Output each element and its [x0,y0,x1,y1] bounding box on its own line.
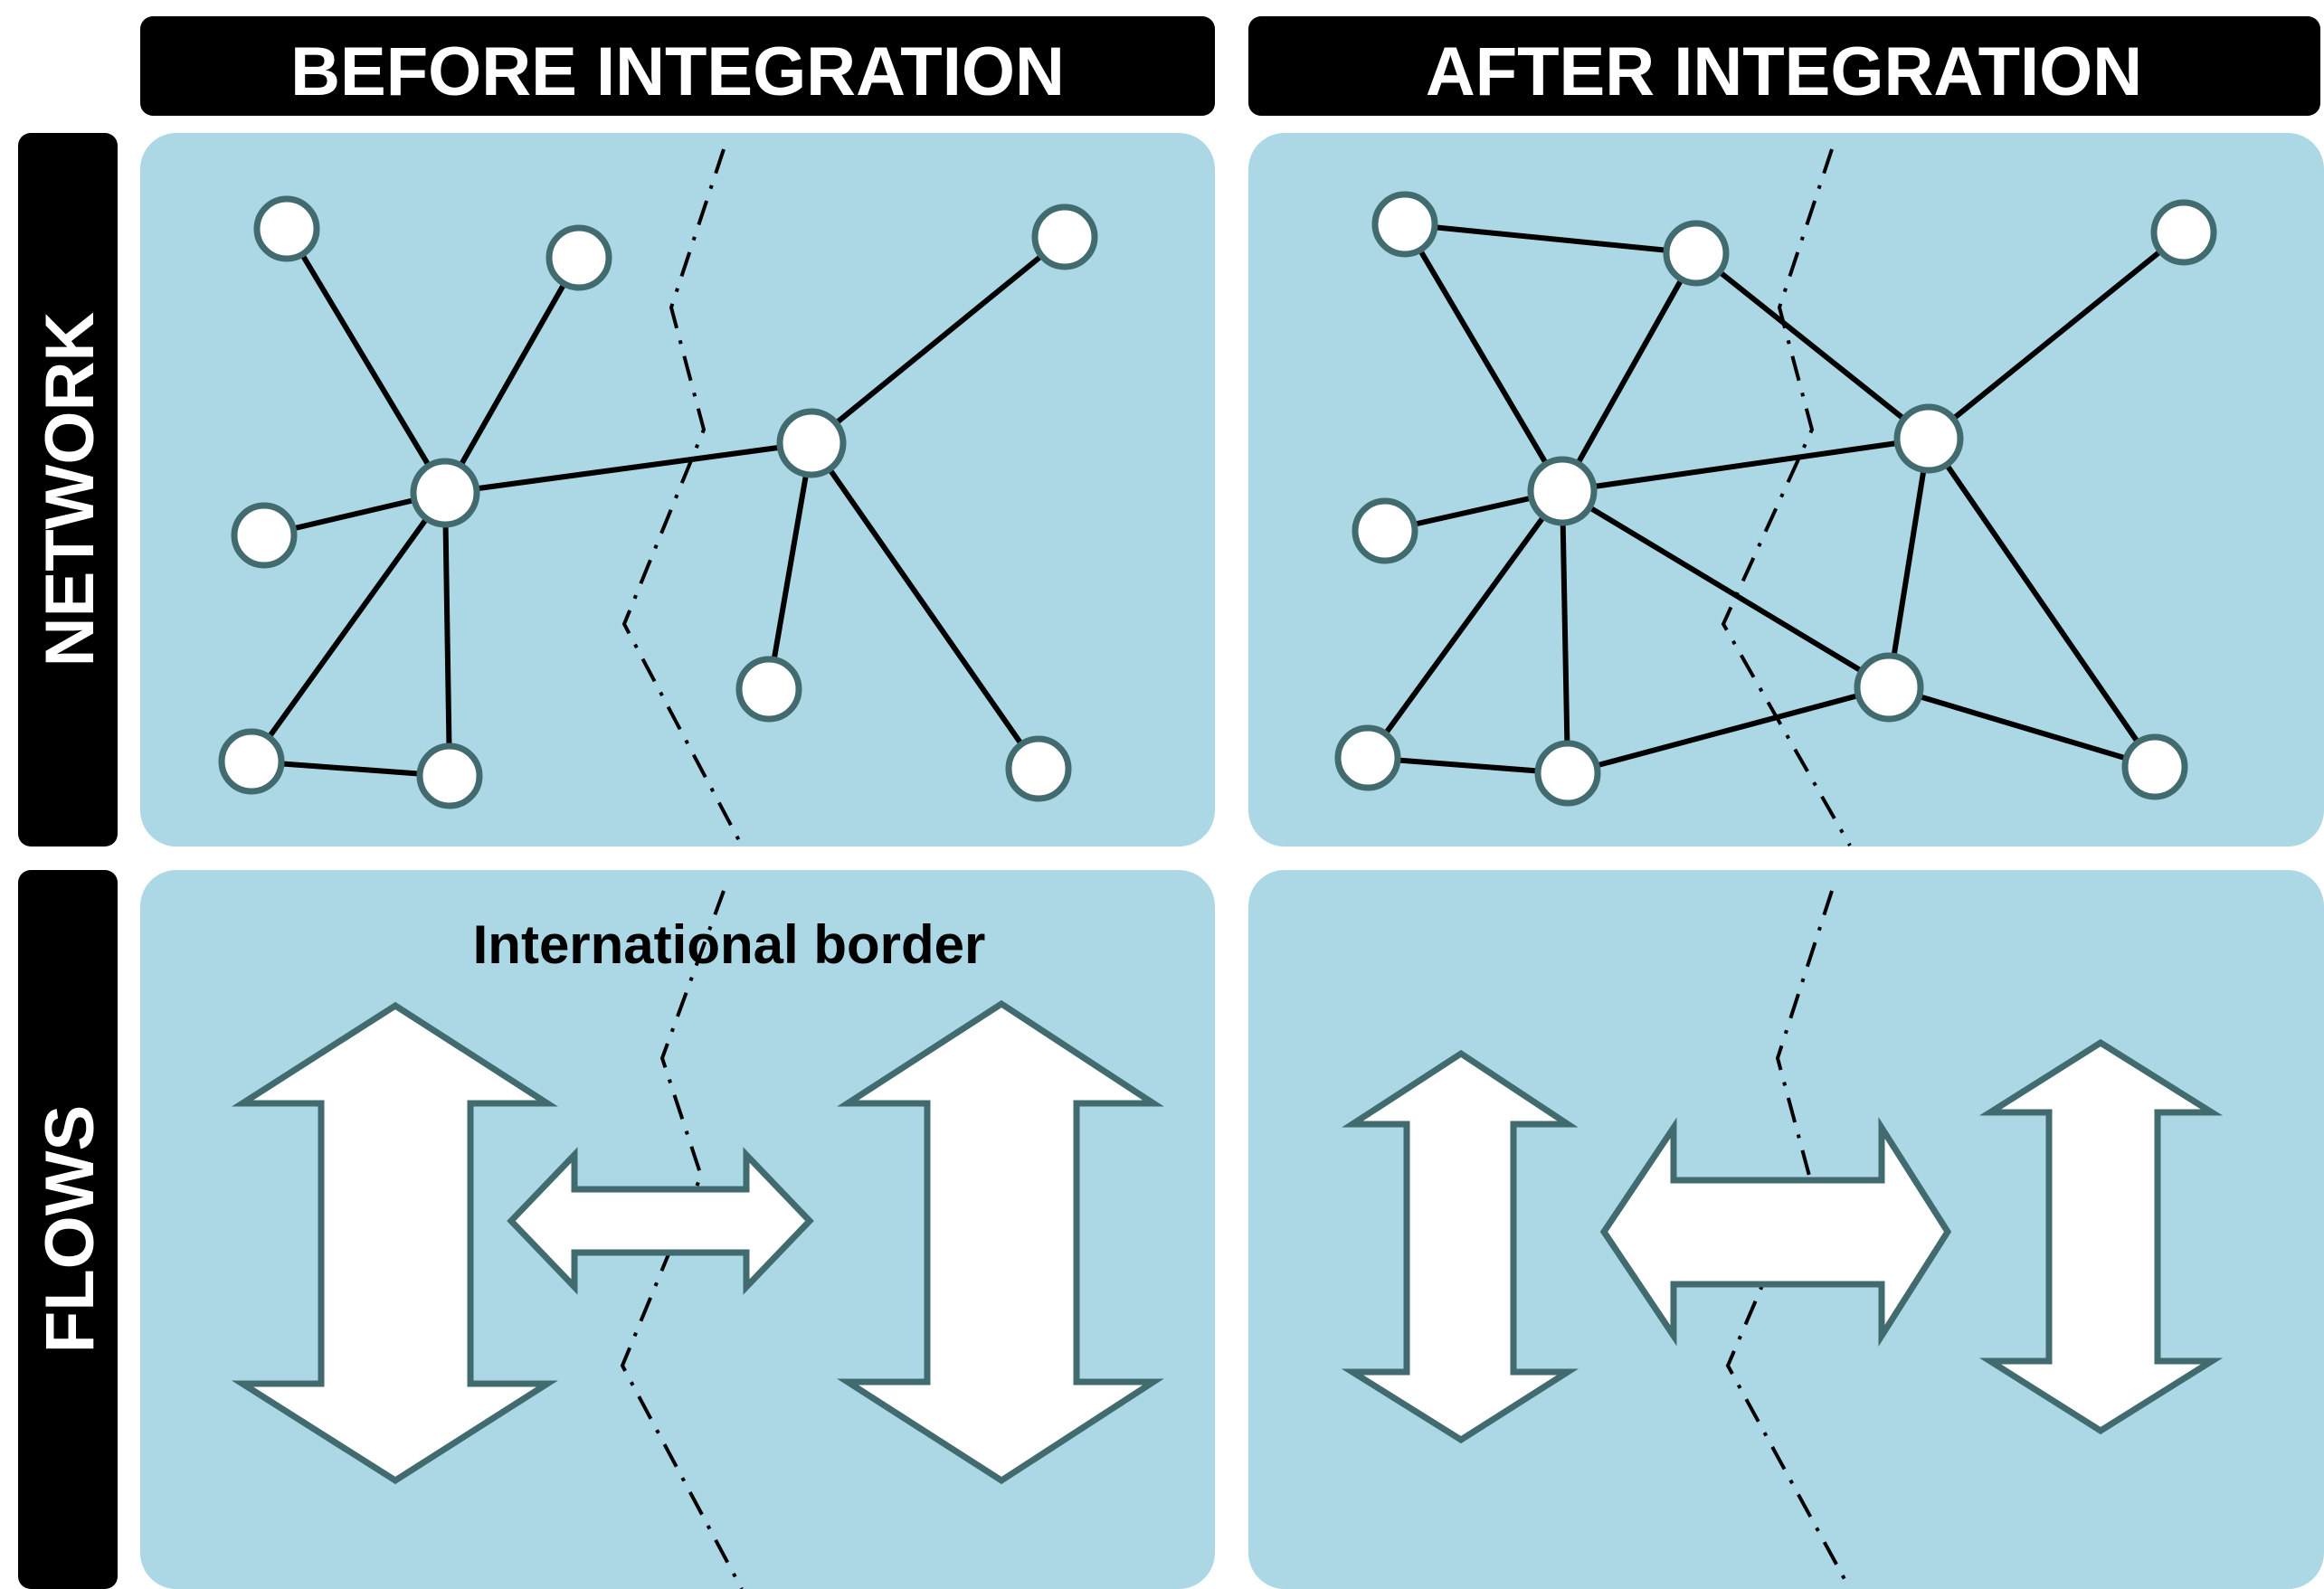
network-hub-node [1854,652,1924,723]
network-edge [1365,489,1565,760]
network-edge [810,234,1067,446]
network-node [1031,203,1098,270]
network-edge [1694,251,1930,441]
network-after-nodes [1334,191,2217,807]
network-edge [1927,230,2186,441]
after-header-bar [1248,16,2320,116]
network-edge [1402,222,1565,493]
network-node [218,728,285,795]
network-node [231,502,298,569]
flows-row-label: FLOWS [32,1105,109,1353]
border-line-flows-before [620,890,744,1589]
network-node [416,742,483,809]
border-line-flows-after [1725,890,1852,1589]
domestic-flow-arrow-left [1341,1049,1579,1444]
network-edge [809,441,1041,771]
cross-border-flow-arrow [1599,1116,1952,1348]
network-hub-node [1527,456,1598,526]
network-hub-node [776,408,847,478]
network-edge [1561,436,1930,494]
network-row-bar [18,133,118,847]
domestic-flow-arrow-left [231,1001,559,1485]
network-node [545,224,612,291]
domestic-flow-arrow-right [837,999,1164,1485]
network-edge [442,256,582,495]
network-node [1534,740,1601,807]
network-edge [1560,490,1570,774]
network-node [253,195,320,262]
border-line-network-after [1721,148,1852,847]
network-edge [249,491,448,763]
network-hub-node [410,458,480,528]
network-edge [1404,222,1697,256]
network-node [1352,497,1418,564]
network-node [1663,220,1730,287]
domestic-flow-arrow-right [1978,1038,2224,1435]
network-edge [1567,685,1890,776]
network-hub-node [1893,403,1964,474]
network-node [1005,735,1072,802]
network-node [2150,199,2217,266]
network-edge [284,227,448,495]
network-edge [766,442,814,690]
international-border-label: International border [473,914,986,975]
network-edge [1886,438,1931,688]
network-row-label: NETWORK [32,312,109,667]
before-header-label: BEFORE INTEGRATION [290,33,1065,110]
network-edge [442,492,452,777]
network-edge [1560,488,1891,690]
network-node [1334,724,1401,791]
network-edge [251,759,451,779]
after-header-label: AFTER INTEGRATION [1426,33,2142,110]
border-line-network-before [621,148,744,847]
cross-border-flow-arrow [507,1147,814,1295]
network-node [1371,191,1438,258]
panel-network-before [140,133,1215,847]
network-before-nodes [218,195,1098,809]
network-node [2121,733,2188,800]
network-node [735,656,802,723]
before-header-bar [140,16,1215,116]
network-edge [1888,685,2156,770]
network-edge [444,440,812,496]
network-edge [1926,437,2158,769]
network-edge [1560,251,1699,493]
panel-network-after [1248,133,2324,847]
flows-row-bar [18,870,118,1589]
network-edge [1367,755,1569,776]
